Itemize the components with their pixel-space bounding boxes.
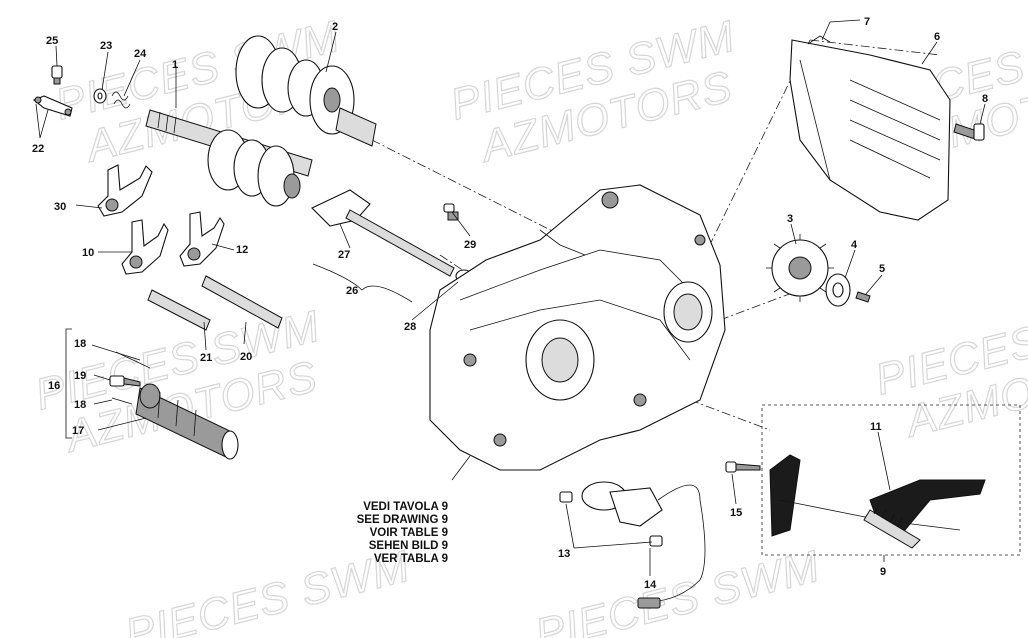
callout-17: 17	[72, 425, 84, 437]
part-3-front-sprocket	[766, 234, 834, 302]
callout-18: 18	[74, 338, 86, 350]
reference-note-line: VEDI TAVOLA 9	[363, 501, 448, 513]
part-4-lock-washer	[825, 273, 851, 307]
callout-27: 27	[338, 249, 350, 261]
reference-note: VEDI TAVOLA 9 SEE DRAWING 9 VOIR TABLE 9…	[357, 501, 448, 565]
part-23-washer	[93, 88, 107, 104]
callout-1: 1	[172, 59, 178, 71]
callout-22: 22	[32, 143, 44, 155]
callout-11: 11	[870, 421, 882, 433]
callout-5: 5	[879, 263, 885, 275]
watermark-text: PIECES SWM	[121, 542, 415, 638]
leader-lines	[35, 19, 986, 576]
callout-20: 20	[240, 351, 252, 363]
part-8-bolt	[953, 123, 985, 141]
callout-10: 10	[82, 247, 94, 259]
part-9-brake-pedal	[769, 454, 986, 549]
watermark-text: PIECES SWM	[531, 542, 825, 638]
part-2-gear-cluster	[235, 35, 377, 147]
callout-28: 28	[404, 321, 416, 333]
callout-21: 21	[200, 352, 212, 364]
callout-23: 23	[100, 40, 112, 52]
callout-2: 2	[332, 21, 338, 33]
callout-16: 16	[48, 380, 60, 392]
callout-4: 4	[851, 239, 858, 251]
callout-29: 29	[464, 239, 476, 251]
callout-26: 26	[346, 285, 358, 297]
part-15-bolt	[725, 461, 761, 473]
group-9-box	[761, 404, 1021, 556]
part-14-sensor	[581, 481, 706, 609]
callout-25: 25	[46, 35, 58, 47]
reference-note-line: VER TABLA 9	[374, 553, 448, 565]
callout-8: 8	[982, 93, 988, 105]
part-counter-gear-cluster	[207, 129, 301, 207]
part-24-spring	[111, 91, 131, 109]
callout-19: 19	[74, 370, 86, 382]
part-10-shift-fork	[121, 219, 169, 275]
reference-note-line: VOIR TABLE 9	[370, 527, 448, 539]
part-12-shift-fork	[179, 211, 225, 267]
callout-3: 3	[787, 213, 793, 225]
part-25-screw	[51, 65, 63, 85]
callout-18: 18	[74, 399, 86, 411]
part-21-fork-shaft	[147, 289, 211, 331]
callout-13: 13	[558, 548, 570, 560]
reference-note-line: SEE DRAWING 9	[357, 514, 448, 526]
part-27-shift-shaft	[311, 189, 455, 277]
part-22-lever	[32, 95, 73, 117]
callout-9: 9	[880, 566, 886, 578]
part-30-shift-fork	[97, 164, 153, 217]
part-13-sensor-bolts	[559, 491, 663, 547]
callout-labels: 1 2 3 4 5 6 7 8 9 10 11 12 13 14 15 16 1…	[32, 16, 988, 591]
part-6-sprocket-cover	[789, 39, 951, 221]
part-17-shift-drum	[135, 383, 239, 460]
callout-24: 24	[134, 48, 147, 60]
callout-15: 15	[730, 507, 742, 519]
callout-30: 30	[54, 201, 66, 213]
callout-12: 12	[236, 244, 248, 256]
part-19-bolt	[109, 375, 141, 387]
reference-note-line: SEHEN BILD 9	[369, 540, 448, 552]
callout-7: 7	[864, 16, 870, 28]
callout-14: 14	[644, 579, 657, 591]
part-29-bolt	[443, 203, 459, 221]
part-5-bolt	[855, 291, 871, 303]
part-20-fork-shaft	[201, 275, 283, 329]
engine-crankcase	[429, 184, 726, 471]
part-7-clip	[807, 35, 831, 45]
callout-6: 6	[934, 31, 940, 43]
